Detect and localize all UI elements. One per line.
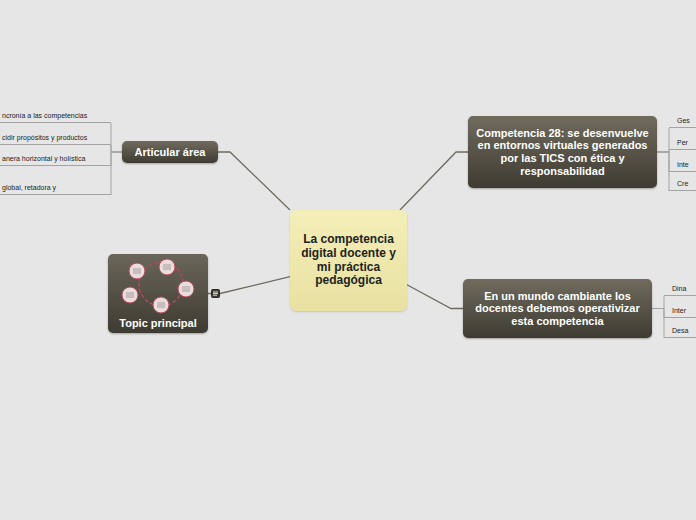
subtopic: cidir propósitos y productos xyxy=(0,132,111,145)
topic-text: Per xyxy=(677,138,688,147)
branch-connector xyxy=(208,277,290,294)
branch-connector xyxy=(652,309,664,319)
image-topic: Topic principal xyxy=(108,254,208,333)
subtopic: global, retadora y xyxy=(0,175,111,195)
topic-text: La competencia digital docente y mi prác… xyxy=(298,233,399,287)
branch-connector xyxy=(400,152,468,210)
topic-text: Competencia 28: se desenvuelve en entorn… xyxy=(476,127,649,178)
topic-text: Dina xyxy=(672,284,686,293)
branch-connector xyxy=(111,145,122,152)
branch-connector xyxy=(652,296,664,309)
main-topic: En un mundo cambiante los docentes debem… xyxy=(463,279,652,338)
branch-connector xyxy=(657,152,669,191)
subtopic: Cre xyxy=(669,179,696,191)
subtopic: Inte xyxy=(669,160,696,172)
main-topic: Articular área xyxy=(122,141,218,163)
branch-connector xyxy=(652,309,664,339)
branch-connector xyxy=(407,285,463,309)
topic-text: global, retadora y xyxy=(2,183,56,192)
branch-connector xyxy=(111,152,122,195)
note-icon xyxy=(211,289,220,298)
subtopic: Dina xyxy=(664,284,696,296)
subtopic: ncronía a las competencias xyxy=(0,110,111,123)
branch-connector xyxy=(111,123,122,152)
subtopic: Desa xyxy=(664,326,696,338)
topic-text: anera horizontal y holística xyxy=(2,154,85,163)
topic-text: En un mundo cambiante los docentes debem… xyxy=(471,290,644,328)
topic-text: Inter xyxy=(672,306,686,315)
cycle-illustration xyxy=(108,254,208,316)
main-topic: Competencia 28: se desenvuelve en entorn… xyxy=(468,116,657,188)
branch-connector xyxy=(657,128,669,152)
topic-text: Cre xyxy=(677,179,688,188)
topic-text: Ges xyxy=(677,116,690,125)
branch-connector xyxy=(218,152,290,210)
topic-text: ncronía a las competencias xyxy=(2,111,87,120)
topic-text: Topic principal xyxy=(119,317,196,329)
subtopic: Ges xyxy=(669,116,696,128)
branch-connector xyxy=(111,152,122,166)
branch-connector xyxy=(657,152,669,172)
subtopic: Per xyxy=(669,138,696,150)
topic-text: Articular área xyxy=(135,146,206,159)
topic-text: Desa xyxy=(672,326,688,335)
subtopic: anera horizontal y holística xyxy=(0,153,111,166)
topic-text: Inte xyxy=(677,160,689,169)
subtopic: Inter xyxy=(664,306,696,318)
central-topic: La competencia digital docente y mi prác… xyxy=(290,210,407,311)
topic-text: cidir propósitos y productos xyxy=(2,133,87,142)
